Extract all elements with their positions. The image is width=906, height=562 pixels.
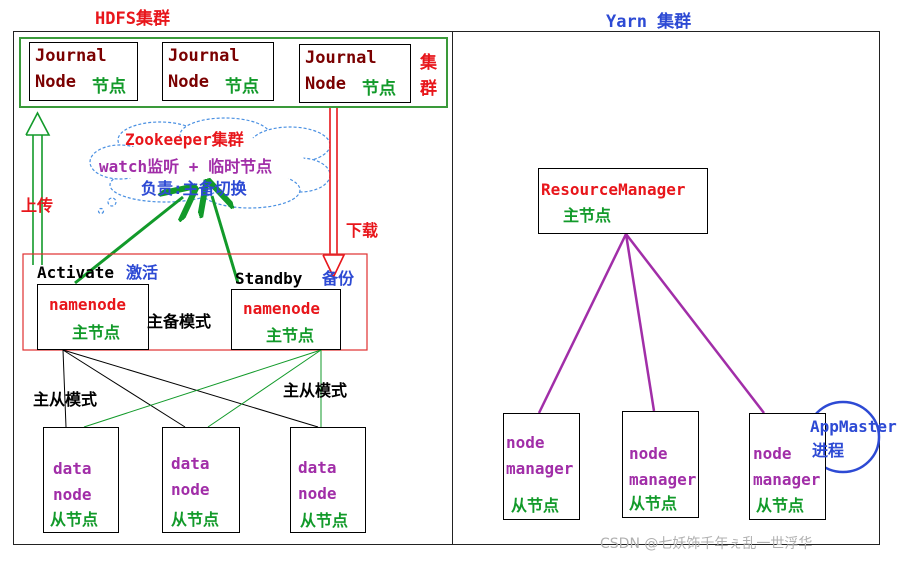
datanode-label: data [298,458,337,477]
rm-nm-links [537,233,765,414]
journalnode-label: Node [168,72,209,92]
upload-label: 上传 [21,196,54,215]
journalnode-label: Node [305,74,346,94]
nodemanager-box-1: node manager 从节点 [503,413,580,520]
download-label: 下载 [346,221,379,240]
journalnode-label: Journal [305,48,377,68]
nodemanager-box-2: node manager 从节点 [622,411,699,518]
nodemanager-label: node [629,444,668,463]
nodemanager-box-3: node manager 从节点 [749,413,826,520]
standby-datanode-links [83,349,322,428]
master-slave-label-right: 主从模式 [283,381,348,400]
journalnode-box-1: Journal Node 节点 [29,42,138,101]
resourcemanager-box: ResourceManager 主节点 [538,168,708,234]
nodemanager-role: 从节点 [629,494,678,513]
nodemanager-label: node [753,444,792,463]
journalnode-box-3: Journal Node 节点 [299,44,411,103]
nodemanager-role: 从节点 [511,496,560,515]
zookeeper-line1: watch监听 + 临时节点 [99,157,273,176]
namenode-label: namenode [49,295,127,314]
datanode-box-3: data node 从节点 [290,427,366,533]
upload-arrow [25,111,51,265]
datanode-label: node [171,480,210,499]
appmaster-label: AppMaster [810,417,897,436]
journalnode-label: Node [35,72,76,92]
watermark: CSDN @七妖饰千年ぇ乱一世浮华 [600,536,813,552]
nodemanager-label: manager [629,470,697,489]
journalnode-tag: 节点 [225,77,259,97]
active-namenode-box: namenode 主节点 [37,284,149,350]
nodemanager-role: 从节点 [756,496,805,515]
nodemanager-label: manager [506,459,574,478]
datanode-role: 从节点 [50,510,99,529]
journalnode-label: Journal [168,46,240,66]
standby-title-cn: 备份 [322,269,355,288]
nodemanager-label: node [506,433,545,452]
yarn-cluster-title: Yarn 集群 [606,12,692,32]
journalnode-tag: 节点 [362,79,396,99]
journal-cluster-label: 集群 [420,53,437,99]
namenode-role: 主节点 [72,323,121,342]
datanode-label: node [53,485,92,504]
download-arrow [322,108,346,279]
datanode-label: data [53,459,92,478]
journalnode-tag: 节点 [92,77,126,97]
yarn-cluster-frame [452,31,880,545]
resourcemanager-label: ResourceManager [541,180,686,199]
standby-zk-arrow [212,196,240,284]
datanode-label: node [298,484,337,503]
zookeeper-cloud [89,117,331,215]
journalnode-group [19,37,448,108]
active-zk-arrow [74,197,183,285]
datanode-box-2: data node 从节点 [162,427,240,533]
ha-mode-label: 主备模式 [147,312,212,331]
standby-namenode-box: namenode 主节点 [231,289,341,350]
datanode-box-1: data node 从节点 [43,427,119,533]
namenode-role: 主节点 [266,326,315,345]
zookeeper-line2: 负责:主备切换 [141,179,247,198]
datanode-label: data [171,454,210,473]
namenode-label: namenode [243,299,321,318]
namenode-group [22,253,368,351]
active-datanode-links [62,349,319,428]
master-slave-label-left: 主从模式 [33,390,98,409]
hdfs-cluster-title: HDFS集群 [95,9,170,29]
appmaster-process-label: 进程 [812,441,845,460]
datanode-role: 从节点 [171,510,220,529]
active-title: Activate [37,263,115,282]
nodemanager-label: manager [753,470,821,489]
standby-title: Standby [235,269,303,288]
journalnode-box-2: Journal Node 节点 [162,42,274,101]
zookeeper-title: Zookeeper集群 [125,130,244,149]
journalnode-label: Journal [35,46,107,66]
active-title-cn: 激活 [126,263,159,282]
datanode-role: 从节点 [300,511,349,530]
resourcemanager-role: 主节点 [563,206,612,225]
